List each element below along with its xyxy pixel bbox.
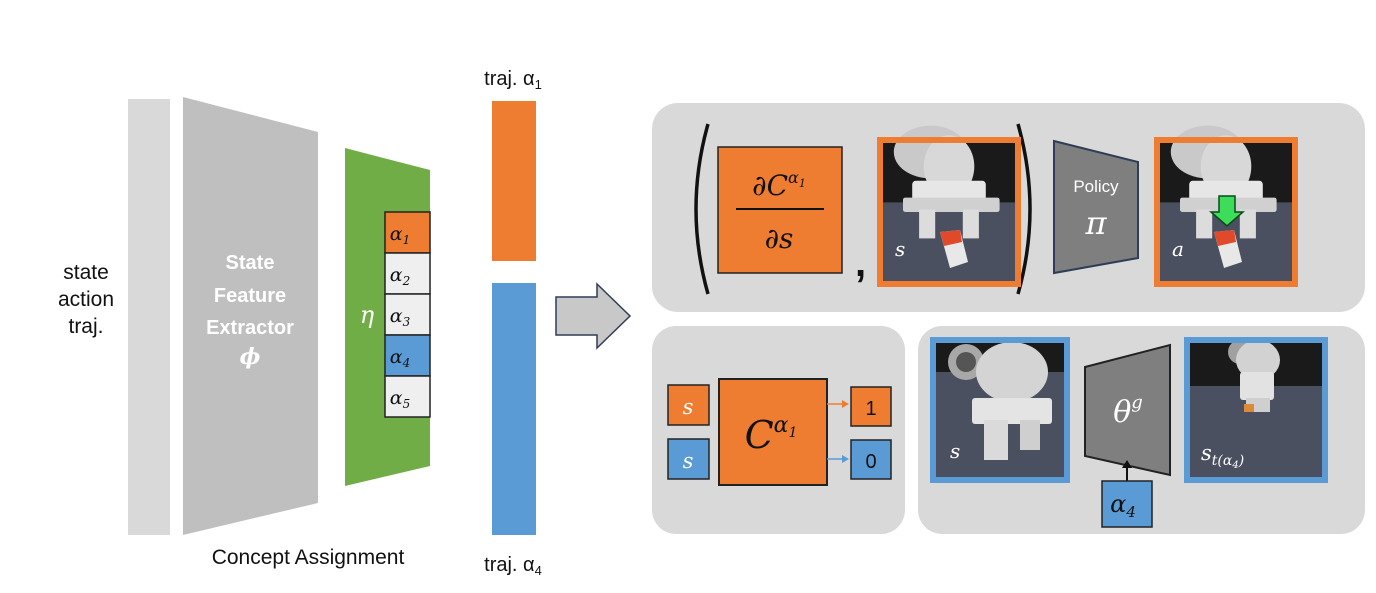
concept-label-2: α2 — [390, 264, 410, 288]
concept-box-3 — [384, 293, 431, 336]
generator-panel: s θg α4 st(α4) — [918, 326, 1365, 534]
classifier-input-top-label: s — [683, 395, 694, 419]
input-label-line1: state — [63, 261, 109, 284]
classifier-output-top-label: 1 — [865, 398, 876, 420]
state-image-top: s — [877, 125, 1021, 287]
input-label-line2: action — [58, 288, 114, 311]
concept-box-2 — [384, 252, 431, 295]
input-label-line3: traj. — [68, 315, 103, 338]
goal-state-label: st(α4) — [1201, 441, 1244, 471]
generator-network: θg — [1084, 343, 1171, 477]
gradient-numerator: ∂Cα1 — [752, 168, 806, 202]
policy-funnel — [1053, 139, 1139, 275]
traj-bar-blue — [492, 283, 536, 535]
generator-state-label: s — [950, 439, 960, 463]
concept-box-5 — [384, 375, 431, 418]
generator-funnel — [1084, 343, 1171, 477]
left-paren — [694, 123, 710, 295]
state-label-top: s — [895, 237, 905, 261]
classifier-input-blue — [667, 438, 710, 480]
policy-panel: ∂Cα1 ∂s , s Policy π a — [652, 103, 1365, 312]
extractor-funnel — [183, 97, 318, 535]
policy-network: Policy π — [1053, 139, 1139, 275]
concept-assigner: η α1 α2 α3 α4 α5 — [345, 148, 431, 486]
extractor-label-line1: State — [226, 252, 275, 274]
gradient-denominator: ∂s — [765, 222, 794, 255]
input-bar — [128, 99, 170, 535]
eta-symbol: η — [360, 301, 375, 329]
concept-label-3: α3 — [390, 305, 411, 329]
input-traj-group: state action traj. — [58, 99, 170, 535]
traj-top-label: traj. α1 — [484, 68, 542, 92]
policy-symbol: π — [1084, 204, 1107, 242]
action-label: a — [1172, 237, 1184, 261]
generator-concept-label: α4 — [1110, 490, 1136, 521]
tuple-comma: , — [855, 241, 866, 285]
concept-label-4: α4 — [390, 346, 410, 370]
classifier-box — [718, 378, 828, 486]
classifier-input-bottom-label: s — [683, 449, 694, 473]
concept-label-5: α5 — [390, 387, 410, 411]
right-paren — [1016, 123, 1032, 295]
extractor-label-line3: Extractor — [206, 317, 294, 339]
state-image-bottom: s — [930, 337, 1070, 483]
traj-bottom-label: traj. α4 — [484, 554, 542, 578]
state-feature-extractor: State Feature Extractor ϕ — [183, 97, 318, 535]
classifier-panel: s s Cα1 1 0 — [652, 326, 905, 534]
policy-label: Policy — [1073, 177, 1119, 196]
generator-label: θg — [1113, 392, 1143, 430]
goal-state-image: st(α4) — [1184, 337, 1328, 483]
flow-arrow — [555, 282, 632, 350]
traj-bar-orange — [492, 101, 536, 261]
classifier-output-blue — [850, 439, 892, 480]
classifier-output-orange — [850, 386, 892, 427]
extractor-symbol: ϕ — [240, 344, 261, 370]
action-image: a — [1154, 125, 1298, 287]
classifier-input-orange — [667, 384, 710, 426]
action-down-arrow — [1209, 195, 1245, 227]
concept-box-1 — [384, 211, 431, 254]
concept-label-1: α1 — [390, 223, 410, 247]
generator-concept-box — [1101, 480, 1153, 528]
extractor-label-line2: Feature — [214, 285, 286, 307]
trajectory-bars: traj. α1 traj. α4 — [484, 68, 542, 578]
concept-assignment-caption: Concept Assignment — [212, 546, 405, 569]
classifier-output-bottom-label: 0 — [865, 451, 876, 473]
classifier-label: Cα1 — [745, 413, 798, 457]
